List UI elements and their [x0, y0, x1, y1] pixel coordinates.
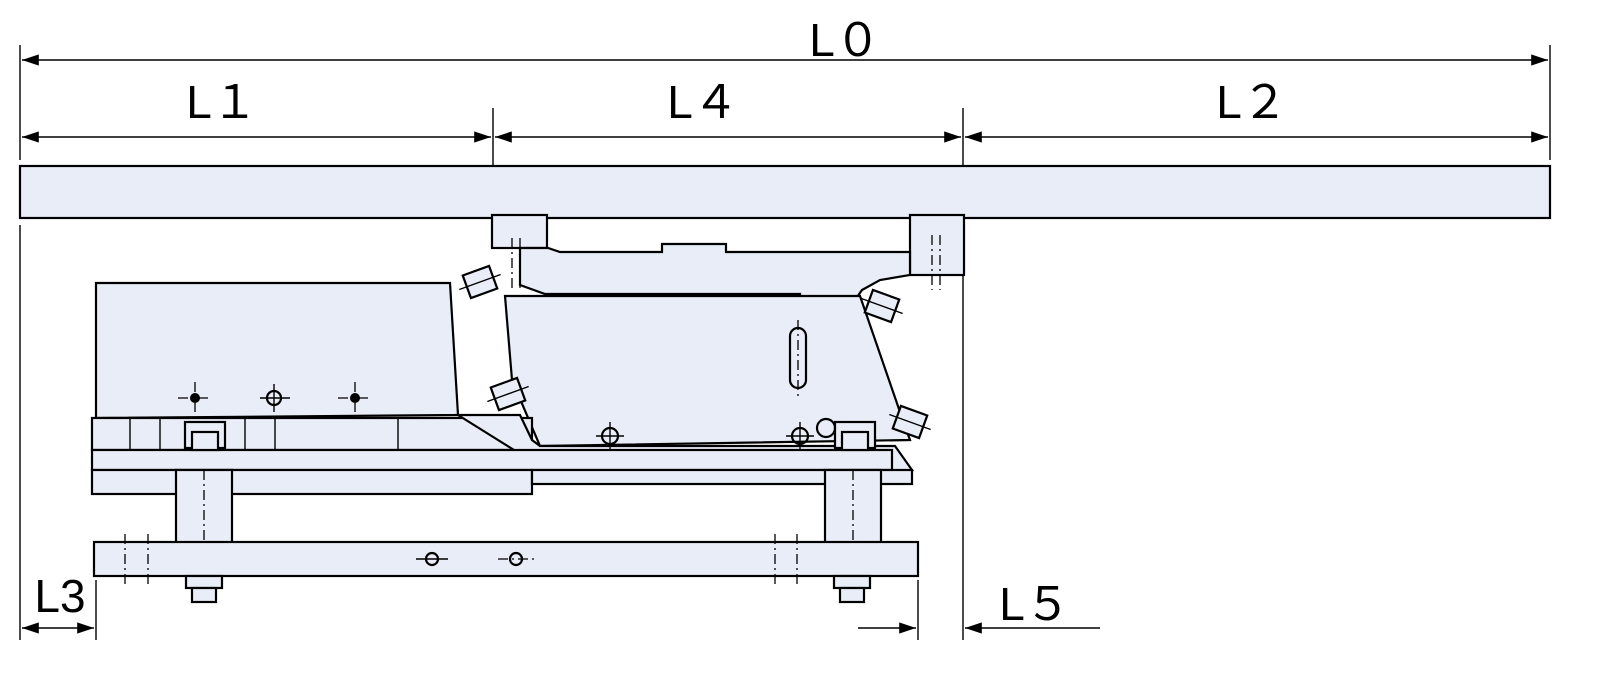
base-bolts	[183, 417, 877, 452]
base-plates	[90, 413, 915, 496]
upper-carriage	[490, 213, 966, 302]
base-plate-middle	[90, 448, 894, 472]
drive-box-holes	[178, 382, 372, 412]
hanger-block-right	[908, 213, 966, 277]
top-rail-bar	[18, 164, 1552, 220]
base-plate-upper	[90, 416, 534, 452]
dimension-labels: L０ L１ L４ L２ L3 L５	[34, 14, 1287, 630]
upper-plate	[518, 242, 912, 302]
base-plate-lower	[90, 468, 534, 496]
label-l2: L２	[1216, 76, 1288, 128]
label-l0: L０	[809, 14, 881, 66]
dimension-lines	[19, 45, 1551, 640]
leveling-feet	[184, 574, 872, 604]
label-l4: L４	[667, 76, 739, 128]
adjust-slot	[788, 326, 808, 390]
label-l3: L3	[34, 570, 85, 622]
base-plate-lower-right	[530, 468, 914, 486]
label-l5: L５	[999, 578, 1071, 630]
bottom-bar-marks	[124, 534, 798, 584]
support-legs	[174, 468, 883, 560]
label-l1: L１	[186, 76, 258, 128]
slanted-bolts	[459, 264, 931, 440]
